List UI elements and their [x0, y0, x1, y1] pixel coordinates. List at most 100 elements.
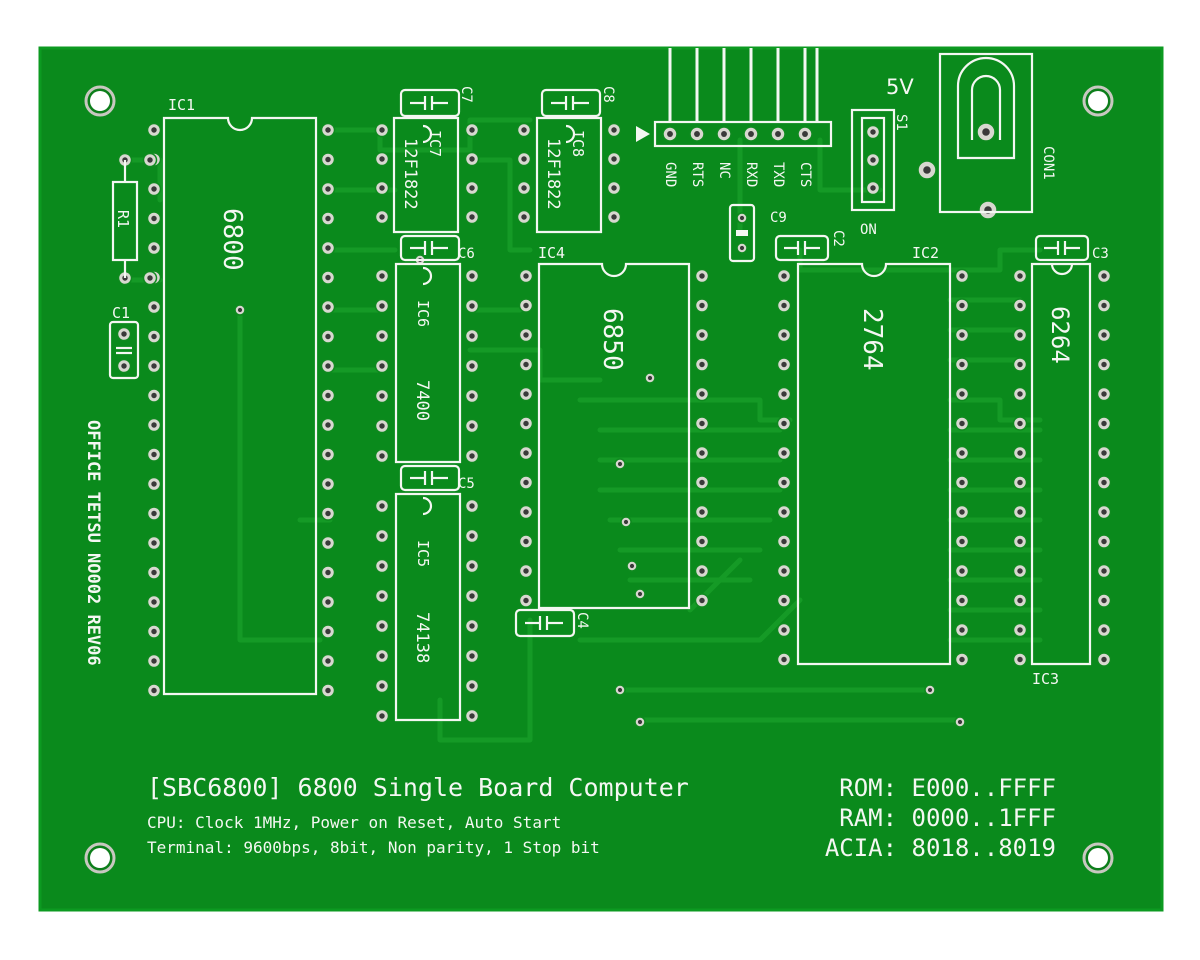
solder-pad [146, 329, 162, 344]
solder-pad [464, 180, 480, 196]
solder-pad [1012, 327, 1028, 343]
pads-layer [116, 122, 1112, 728]
ic2-part: 2764 [857, 308, 887, 371]
ic6-footprint: IC6 7400 [394, 262, 462, 464]
solder-pad [1096, 298, 1112, 313]
r1-footprint: R1 [111, 160, 139, 278]
solder-pad [374, 498, 390, 514]
solder-pad [146, 358, 162, 374]
solder-pad [374, 209, 390, 225]
solder-pad [320, 358, 336, 374]
solder-pad [464, 328, 480, 344]
ic3-part: 6264 [1046, 306, 1074, 364]
solder-pad [146, 181, 162, 197]
solder-pad [1096, 445, 1112, 461]
solder-pad [606, 151, 622, 167]
ic6-ref: IC6 [414, 300, 432, 327]
solder-pad [1096, 622, 1112, 638]
solder-pad [694, 504, 710, 520]
ic4-part: 6850 [597, 308, 627, 371]
solder-pad [694, 298, 710, 313]
solder-pad [464, 268, 480, 284]
solder-pad [116, 358, 132, 374]
solder-pad [694, 327, 710, 343]
s1-ref: S1 [893, 114, 909, 131]
ic2-ref: IC2 [912, 244, 939, 262]
c6-footprint: C6 [399, 234, 475, 262]
solder-pad [1012, 357, 1028, 372]
solder-pad [1012, 504, 1028, 520]
solder-pad [464, 122, 480, 138]
c8-footprint: C8 [540, 86, 616, 118]
c1-footprint: C1 [108, 304, 140, 380]
solder-pad [464, 558, 480, 574]
solder-pad [374, 678, 390, 694]
solder-pad [694, 534, 710, 549]
solder-pad [234, 304, 246, 316]
c1-ref: C1 [112, 304, 130, 322]
solder-pad [464, 678, 480, 694]
con1-power-jack: 5V CON1 [886, 52, 1056, 214]
solder-pad [954, 298, 970, 313]
footer-ram: RAM: 0000..1FFF [839, 804, 1056, 832]
solder-pad [776, 534, 792, 549]
solder-pad [374, 298, 390, 314]
solder-pad [620, 516, 632, 528]
ic1-footprint: IC1 6800 [162, 96, 318, 696]
solder-pad [374, 418, 390, 434]
serial-pin-4: RXD [743, 162, 759, 187]
solder-pad [320, 270, 336, 285]
solder-pad [694, 386, 710, 402]
solder-pad [954, 386, 970, 402]
solder-pad [1096, 268, 1112, 284]
solder-pad [374, 528, 390, 544]
solder-pad [978, 200, 998, 220]
solder-pad [1012, 534, 1028, 549]
ic5-ref: IC5 [414, 540, 432, 567]
solder-pad [146, 506, 162, 521]
solder-pad [320, 299, 336, 315]
solder-pad [464, 528, 480, 544]
serial-pin-2: RTS [689, 162, 705, 187]
solder-pad [516, 151, 532, 167]
solder-pad [743, 126, 759, 142]
solder-pad [614, 684, 626, 696]
c2-ref: C2 [830, 230, 846, 247]
solder-pad [518, 475, 534, 490]
solder-pad [1012, 298, 1028, 313]
ic3-ref: IC3 [1032, 670, 1059, 688]
solder-pad [320, 653, 336, 669]
r1-ref: R1 [114, 210, 132, 228]
solder-pad [146, 594, 162, 610]
serial-pin-5: TXD [770, 162, 786, 187]
solder-pad [320, 417, 336, 433]
solder-pad [776, 386, 792, 402]
ic3-footprint: IC3 6264 [1030, 262, 1092, 688]
solder-pad [146, 683, 162, 698]
con1-ref: CON1 [1040, 146, 1056, 180]
solder-pad [694, 416, 710, 431]
solder-pad [320, 565, 336, 580]
ic7-part: 12F1822 [400, 138, 420, 210]
c3-ref: C3 [1092, 246, 1109, 262]
c2-footprint: C2 [774, 230, 846, 262]
solder-pad [1012, 622, 1028, 638]
solder-pad [320, 388, 336, 403]
solder-pad [694, 593, 710, 608]
footer-acia: ACIA: 8018..8019 [825, 834, 1056, 862]
solder-pad [1096, 357, 1112, 372]
solder-pad [954, 593, 970, 608]
solder-pad [694, 268, 710, 284]
solder-pad [320, 122, 336, 138]
solder-pad [954, 652, 970, 667]
solder-pad [320, 329, 336, 344]
solder-pad [954, 327, 970, 343]
solder-pad [374, 648, 390, 664]
solder-pad [146, 653, 162, 669]
c9-ref: C9 [770, 210, 787, 226]
solder-pad [464, 648, 480, 664]
solder-pad [516, 209, 532, 225]
solder-pad [694, 563, 710, 579]
solder-pad [518, 416, 534, 431]
ic8-ref: IC8 [569, 130, 587, 157]
